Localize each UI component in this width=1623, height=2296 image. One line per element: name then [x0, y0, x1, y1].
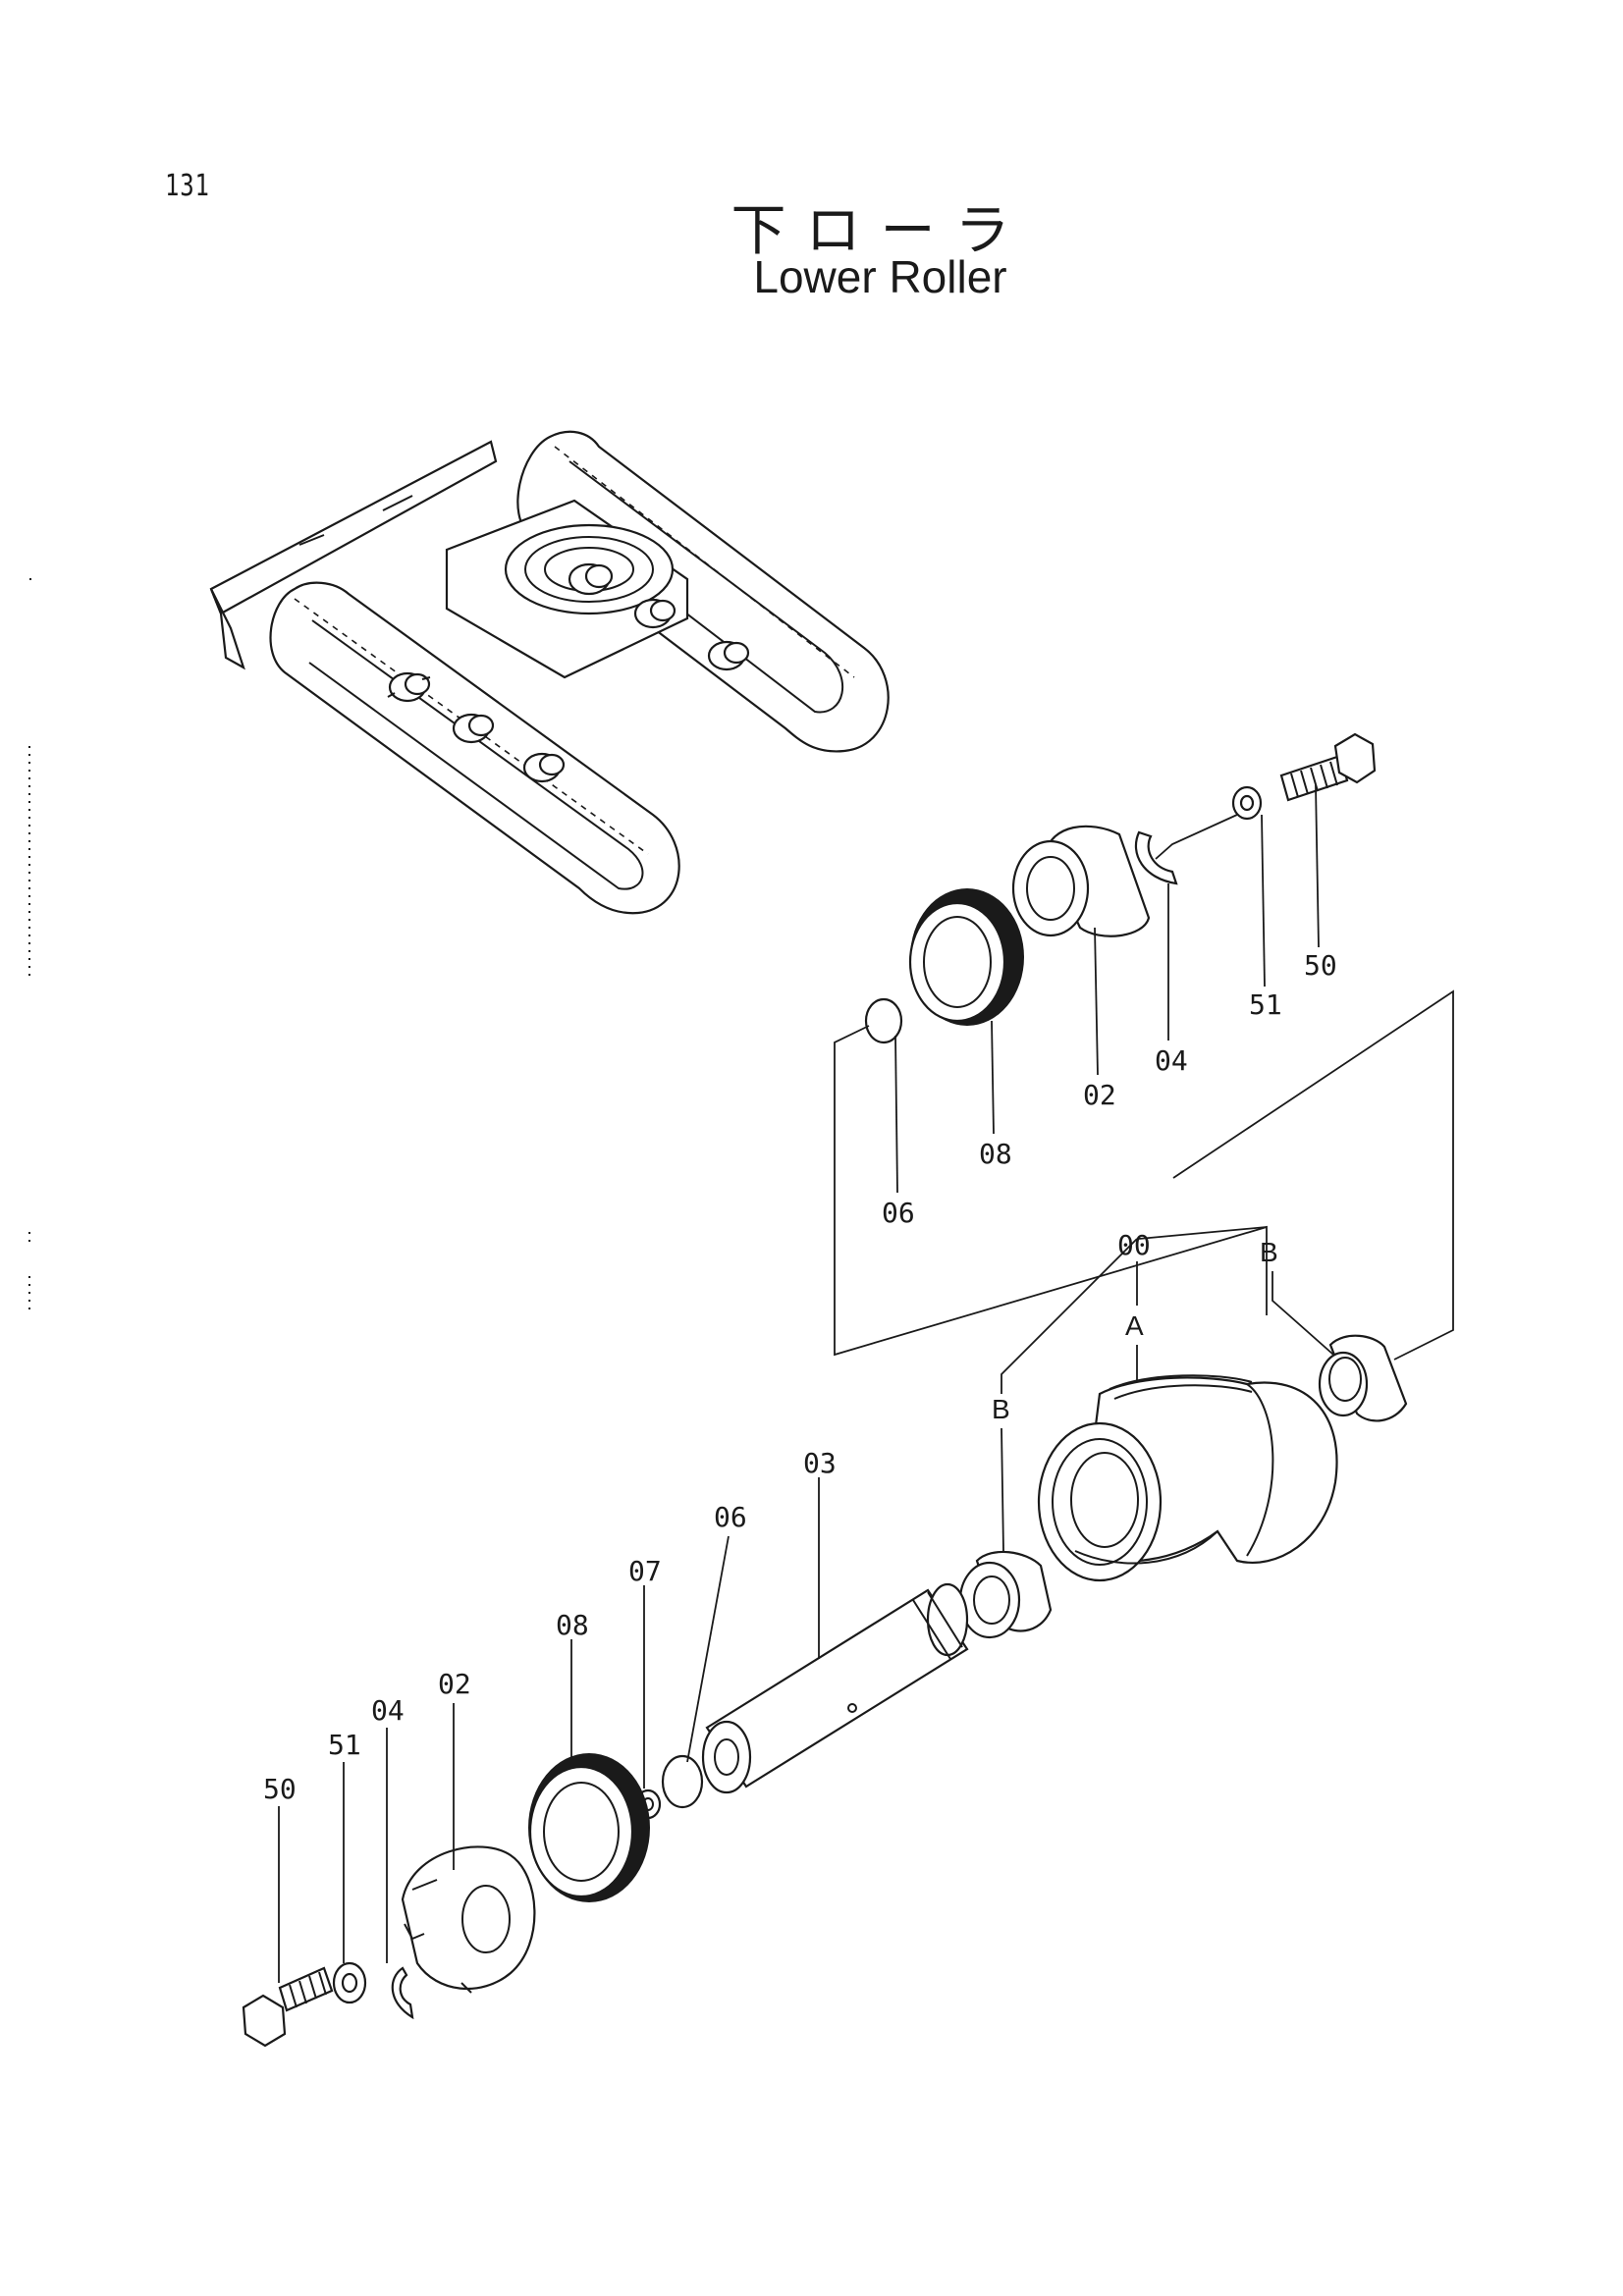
callout-06-top: 06 — [882, 1197, 915, 1229]
roller-1-icon — [387, 671, 431, 703]
callout-a: A — [1125, 1310, 1144, 1341]
callout-02-top: 02 — [1083, 1079, 1116, 1111]
collar-02-bottom-icon — [401, 1845, 536, 1994]
bushing-b-left-icon — [958, 1550, 1053, 1639]
bushing-b-right-icon — [1318, 1334, 1408, 1422]
floating-seal-08-top-icon — [908, 888, 1024, 1026]
callout-08-bottom: 08 — [556, 1609, 589, 1641]
clip-04-bottom-icon — [391, 1966, 414, 2020]
roller-3-icon — [522, 752, 566, 783]
floating-seal-08-bottom-icon — [528, 1753, 650, 1902]
callout-04-top: 04 — [1155, 1044, 1188, 1077]
shaft-03-icon — [701, 1582, 969, 1794]
callout-50-bottom: 50 — [263, 1773, 297, 1805]
callout-02-bottom: 02 — [438, 1668, 471, 1700]
title-english: Lower Roller — [753, 251, 1007, 302]
callout-03-shaft: 03 — [803, 1447, 837, 1479]
callout-b-left: B — [992, 1394, 1010, 1424]
o-ring-06-top-icon — [864, 997, 903, 1044]
bolt-50-top-icon — [1279, 732, 1377, 802]
roller-5-icon — [707, 640, 750, 671]
callout-50-top: 50 — [1304, 949, 1337, 982]
collar-02-top-icon — [1011, 825, 1151, 937]
clip-04-top-icon — [1134, 830, 1178, 885]
roller-2-icon — [452, 713, 495, 744]
bolt-50-bottom-icon — [242, 1966, 334, 2048]
roller-4-icon — [633, 598, 676, 629]
o-ring-06-bottom-icon — [661, 1754, 704, 1809]
roller-center-icon — [568, 562, 614, 596]
callout-51-top: 51 — [1249, 988, 1282, 1021]
margin-ticks — [28, 578, 33, 1315]
washer-51-bottom-icon — [332, 1961, 367, 2004]
roller-body-a-icon — [1037, 1374, 1338, 1582]
callout-04-bottom: 04 — [371, 1694, 405, 1727]
title-japanese: 下ローラ — [730, 199, 1030, 263]
callout-51-bottom: 51 — [328, 1729, 361, 1761]
washer-51-top-icon — [1231, 785, 1263, 821]
callout-00-assembly: 00 — [1117, 1229, 1151, 1261]
callout-b-right: B — [1260, 1237, 1278, 1267]
callout-08-top: 08 — [979, 1138, 1012, 1170]
callout-07-plug: 07 — [628, 1555, 662, 1587]
page-number: 131 — [165, 169, 210, 203]
undercarriage-overview-illustration — [209, 430, 890, 915]
callout-06-bottom: 06 — [714, 1501, 747, 1533]
